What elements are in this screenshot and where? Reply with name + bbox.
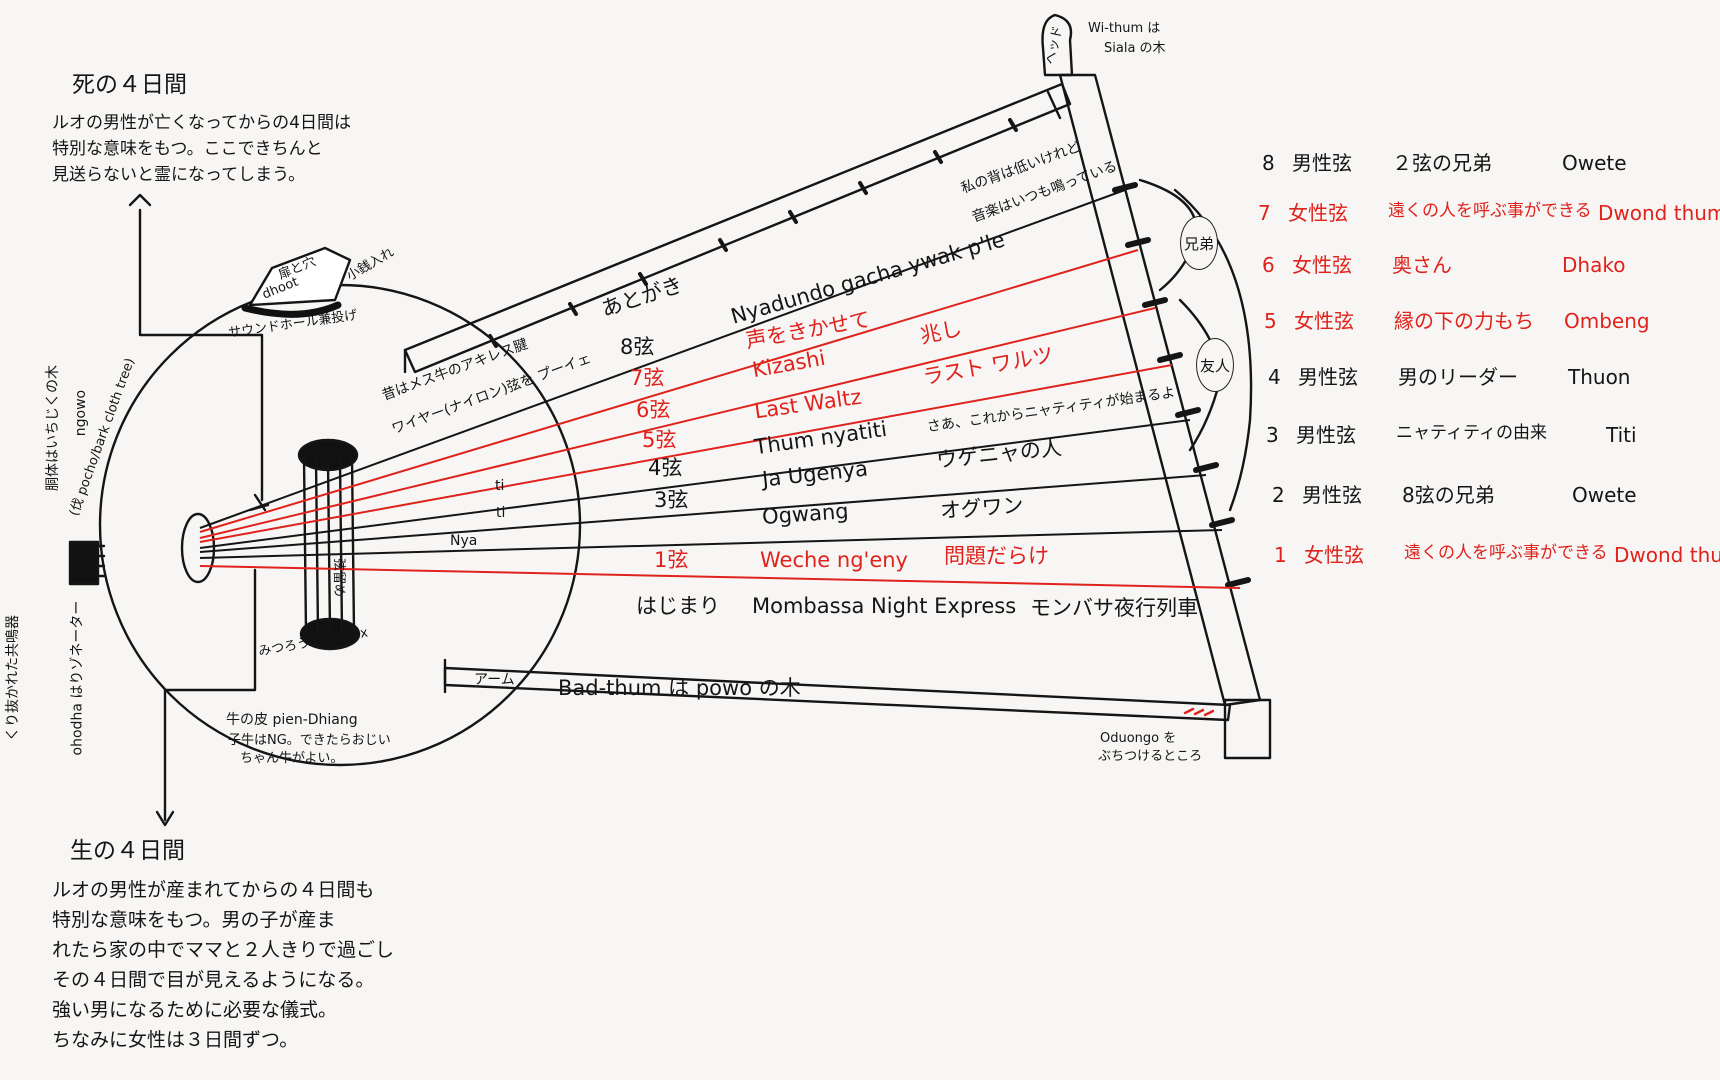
setlist-label-1: 8弦 [620, 335, 655, 359]
side-peg [68, 540, 100, 586]
legend-num-6: 6 [1262, 253, 1275, 277]
string-3 [199, 474, 1207, 553]
birth-line-1: ルオの男性が産まれてからの４日間も [52, 879, 375, 901]
soundhole [248, 246, 352, 307]
nya-label: Nya [450, 533, 478, 549]
birth-line-4: その４日間で目が見えるようになる。 [52, 969, 375, 991]
ti-label-1: ti [495, 478, 505, 494]
legend-num-7: 7 [1258, 201, 1271, 225]
bridge [297, 438, 361, 651]
death-line-3: 見送らないと霊になってしまう。 [52, 165, 306, 185]
setlist-label-9: はじまり [636, 594, 720, 618]
birth-line-5: 強い男になるために必要な儀式。 [52, 999, 338, 1021]
string-2 [199, 529, 1223, 559]
death-line-1: ルオの男性が亡くなってからの4日間は [52, 113, 351, 133]
death-title: 死の４日間 [72, 72, 187, 98]
setlist-label-4: 5弦 [642, 428, 677, 452]
withum-label-b: Siala の木 [1104, 41, 1166, 56]
setlist-label-2: 7弦 [630, 366, 665, 390]
body-wood-label: 胴体はいちじくの木 [44, 365, 61, 492]
head [1041, 13, 1074, 77]
withum-label-a: Wi-thum は [1088, 21, 1161, 36]
legend-num-2: 2 [1272, 483, 1285, 507]
birth-title: 生の４日間 [70, 838, 185, 864]
legend-type-5: 女性弦 [1294, 309, 1354, 333]
ngowo-label: ngowo [73, 389, 90, 437]
cowhide-label-b: 子牛はNG。できたらおじい [228, 733, 391, 748]
top-arm [403, 82, 1072, 374]
setlist-jp-7: 問題だらけ [944, 544, 1049, 568]
legend-name-1: Dwond thum [1614, 543, 1720, 567]
setlist-label-5: 4弦 [648, 456, 683, 480]
legend-name-3: Titi [1606, 423, 1637, 447]
legend-desc-2: 8弦の兄弟 [1402, 483, 1495, 507]
legend-desc-8: ２弦の兄弟 [1392, 151, 1492, 175]
setlist-label-3: 6弦 [636, 398, 671, 422]
legend-desc-5: 縁の下の力もち [1394, 309, 1534, 333]
setlist-jp-9: モンバサ夜行列車 [1030, 596, 1198, 620]
setlist-title-7: Weche ng'eny [760, 548, 908, 572]
legend-num-5: 5 [1264, 309, 1277, 333]
string-anchor [180, 512, 216, 584]
setlist-label-6: 3弦 [654, 488, 689, 512]
legend-type-1: 女性弦 [1304, 543, 1364, 567]
oduongo-label-a: Oduongo を [1100, 731, 1177, 746]
strings-group [199, 189, 1241, 589]
birth-line-6: ちなみに女性は３日間ずつ。 [52, 1029, 299, 1051]
brothers-tag: 兄弟 [1180, 216, 1218, 270]
legend-desc-3: ニャティティの由来 [1396, 423, 1547, 443]
legend-type-2: 男性弦 [1302, 483, 1362, 507]
string-7 [199, 249, 1139, 533]
legend-desc-1: 遠くの人を呼ぶ事ができる [1404, 543, 1608, 563]
base-block [1223, 698, 1272, 760]
arm-label: アーム [474, 672, 515, 688]
legend-num-4: 4 [1268, 365, 1281, 389]
legend-num-1: 1 [1274, 543, 1287, 567]
legend-name-2: Owete [1572, 483, 1637, 507]
string-1 [199, 565, 1241, 589]
legend-type-4: 男性弦 [1298, 365, 1358, 389]
legend-name-8: Owete [1562, 151, 1627, 175]
legend-name-5: Ombeng [1564, 309, 1650, 333]
oduongo-label-b: ぶちつけるところ [1098, 749, 1203, 764]
cowhide-label-a: 牛の皮 pien-Dhiang [226, 712, 358, 728]
legend-name-4: Thuon [1568, 365, 1631, 389]
legend-type-7: 女性弦 [1288, 201, 1348, 225]
setlist-title-9: Mombassa Night Express [752, 594, 1017, 618]
friends-tag: 友人 [1196, 338, 1234, 392]
setlist-label-8: 1弦 [654, 548, 689, 572]
legend-num-8: 8 [1262, 151, 1275, 175]
death-line-2: 特別な意味をもつ。ここできちんと [52, 139, 323, 159]
resonator-label: くり抜かれた共鳴器 [4, 615, 21, 742]
string-5 [199, 364, 1173, 543]
legend-type-6: 女性弦 [1292, 253, 1352, 277]
cowhide-label-c: ちゃん牛がよい。 [240, 751, 344, 766]
string-6 [199, 307, 1156, 539]
badthum-label: Bad-thum は powo の木 [558, 676, 801, 700]
ti-label-2: ti [496, 505, 506, 521]
string-8 [199, 189, 1126, 529]
legend-name-6: Dhako [1562, 253, 1626, 277]
legend-num-3: 3 [1266, 423, 1279, 447]
birth-line-2: 特別な意味をもつ。男の子が産ま [52, 909, 336, 931]
birth-line-3: れたら家の中でママと２人きりで過ごし [52, 939, 395, 961]
legend-name-7: Dwond thum [1598, 201, 1720, 225]
bridge-label: 弦留め [330, 557, 346, 597]
legend-type-8: 男性弦 [1292, 151, 1352, 175]
legend-type-3: 男性弦 [1296, 423, 1356, 447]
string-4 [199, 419, 1191, 549]
legend-desc-4: 男のリーダー [1398, 365, 1518, 389]
legend-desc-7: 遠くの人を呼ぶ事ができる [1388, 201, 1592, 221]
ohodha-label: ohodha はりゾネーター [69, 600, 86, 756]
legend-desc-6: 奥さん [1392, 253, 1452, 277]
